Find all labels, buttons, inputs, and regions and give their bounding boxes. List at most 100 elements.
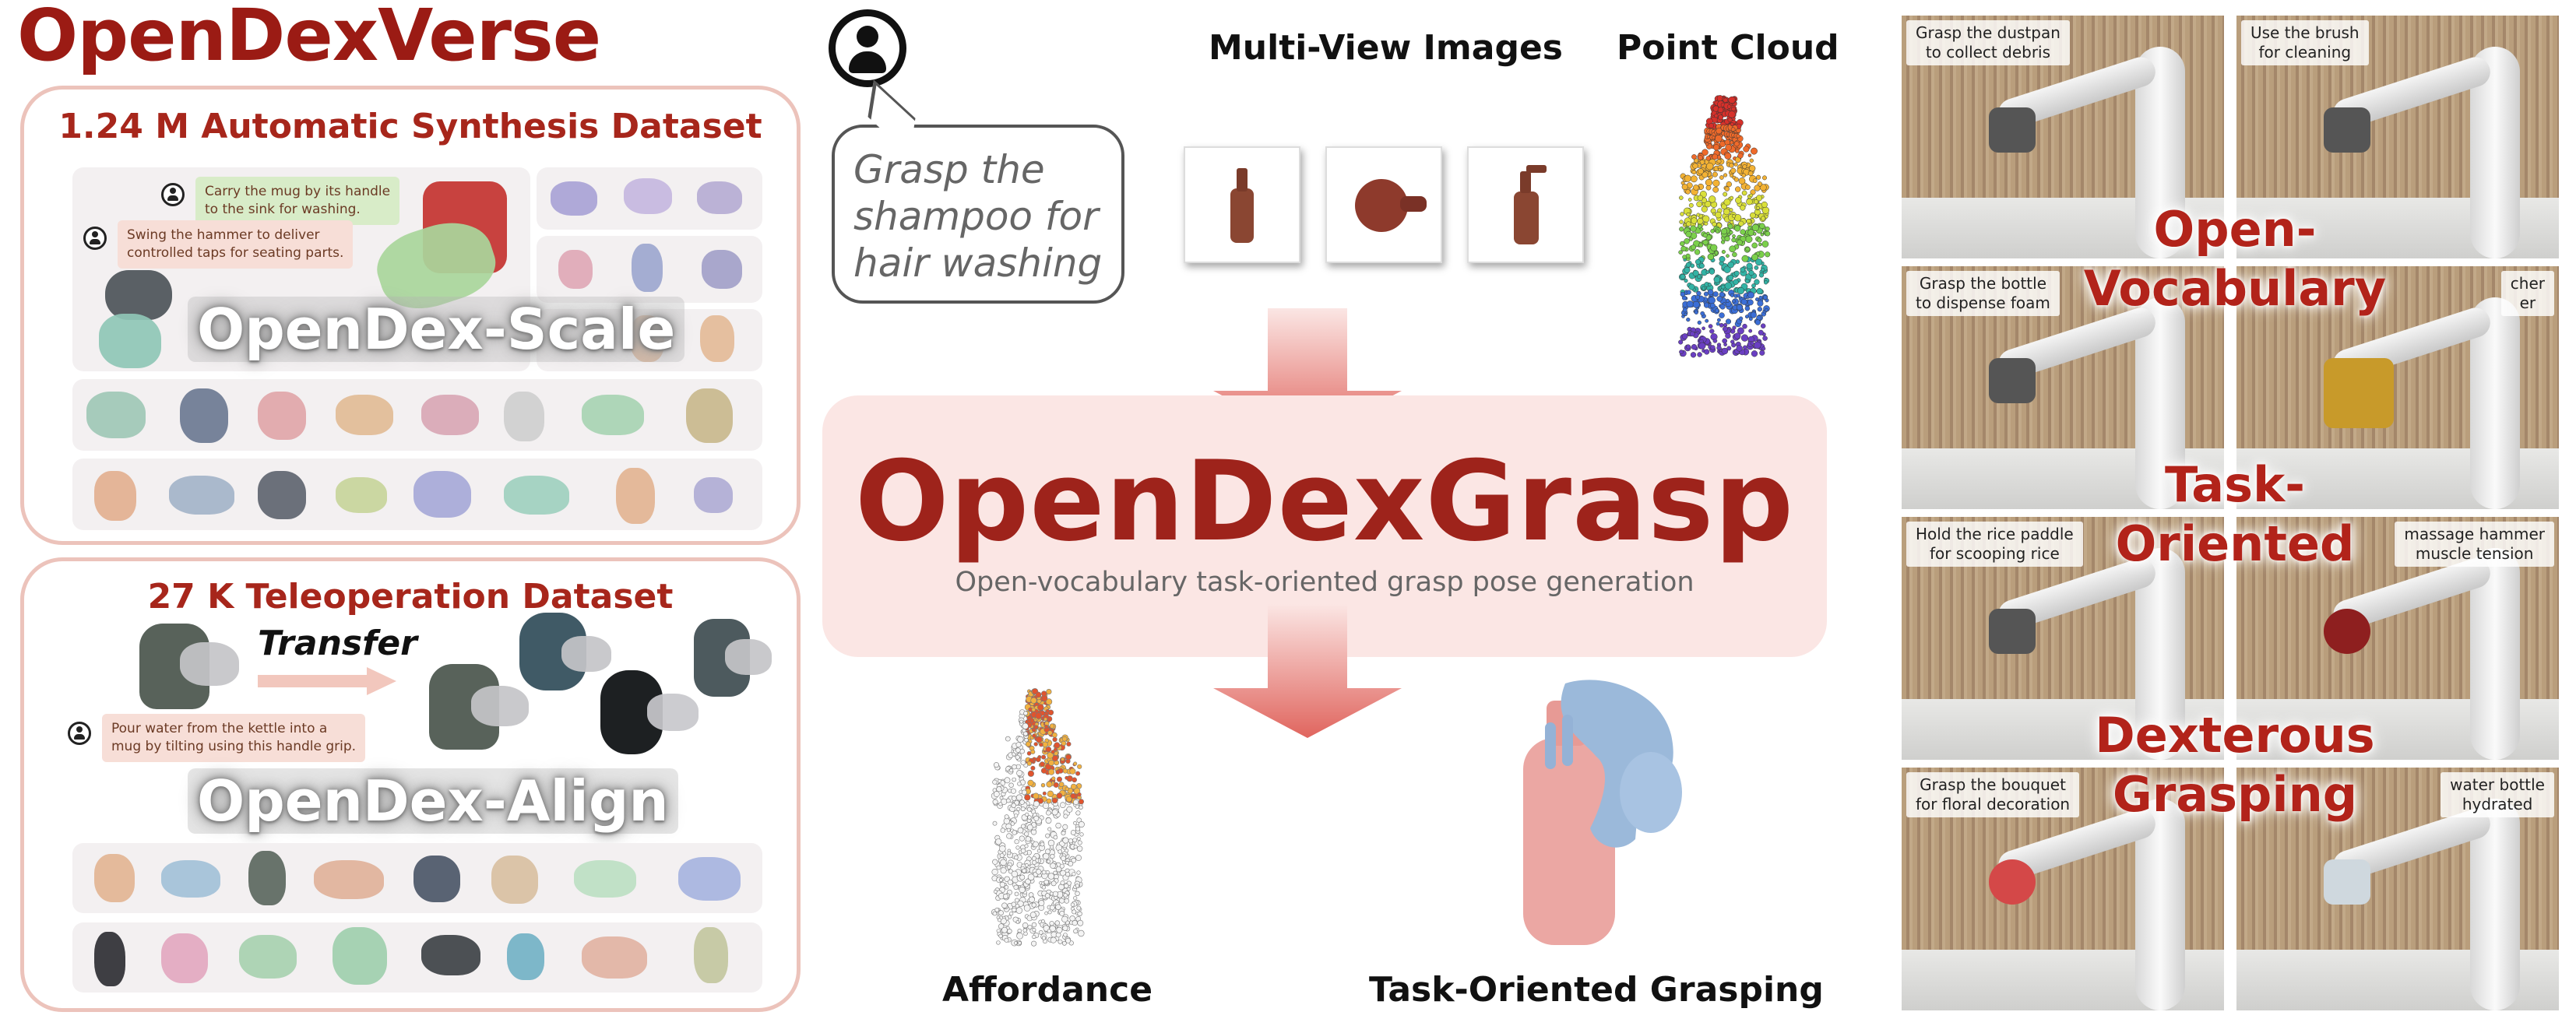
- teleoperation-dataset-panel: 27 K Teleoperation Dataset Transfer Pour…: [20, 557, 801, 1012]
- hand-shape: [694, 927, 728, 983]
- instruction-bubble: Carry the mug by its handle to the sink …: [195, 177, 400, 225]
- hand-shape: [169, 476, 234, 515]
- point-cloud-label: Point Cloud: [1617, 28, 1839, 68]
- affordance-label: Affordance: [942, 970, 1153, 1010]
- hand-shape: [624, 178, 672, 214]
- hand-shape: [86, 392, 146, 438]
- hand-shape: [161, 860, 220, 898]
- hand-shape: [336, 477, 387, 513]
- overlay-dexterous-label: Dexterous: [2095, 707, 2375, 764]
- hand-shape: [248, 851, 286, 905]
- person-icon: [83, 227, 107, 250]
- hand-shape: [694, 477, 733, 513]
- bottle-view-top-icon: [1355, 179, 1427, 232]
- hand-shape: [413, 471, 471, 518]
- transfer-arrow: [258, 667, 396, 695]
- overlay-grasping-label: Grasping: [2112, 766, 2358, 823]
- hand-shape: [616, 468, 655, 524]
- multiview-image: [1325, 146, 1442, 263]
- down-arrow: [1213, 604, 1402, 738]
- multiview-image: [1467, 146, 1584, 263]
- hand-shape: [421, 935, 480, 975]
- point-cloud-shape: [1678, 95, 1771, 358]
- hand-shape: [558, 250, 593, 289]
- hammer-shape: [105, 270, 172, 320]
- hand-shape: [630, 315, 664, 362]
- teleoperation-dataset-title: 27 K Teleoperation Dataset: [147, 577, 674, 617]
- opendex-align-label: OpenDex-Align: [188, 768, 678, 834]
- hand-shape: [700, 315, 734, 362]
- opendex-scale-label: OpenDex-Scale: [188, 297, 685, 362]
- hand-shape: [504, 392, 544, 441]
- hand-shape: [239, 935, 297, 979]
- hand-shape: [258, 471, 306, 519]
- hand-shape: [99, 314, 161, 368]
- speech-bubble: [832, 125, 1124, 304]
- task-oriented-grasping-label: Task-Oriented Grasping: [1369, 970, 1824, 1010]
- hand-shape: [582, 395, 644, 435]
- hand-shape: [180, 388, 228, 443]
- hand-shape: [94, 471, 136, 521]
- hand-shape: [94, 854, 135, 902]
- hand-shape: [725, 639, 772, 675]
- instruction-bubble: Swing the hammer to deliver controlled t…: [118, 220, 354, 269]
- hand-shape: [686, 388, 733, 443]
- instruction-bubble: Pour water from the kettle into a mug by…: [102, 714, 366, 762]
- hand-shape: [678, 857, 741, 901]
- hand-shape: [491, 856, 538, 904]
- multiview-image: [1184, 146, 1300, 263]
- hand-shape: [702, 250, 742, 289]
- bottle-view-side-icon: [1514, 165, 1547, 244]
- synthesis-grid-row: [72, 379, 762, 451]
- hand-shape: [333, 927, 387, 985]
- overlay-task-label: Task-: [2164, 456, 2305, 513]
- synthesis-dataset-title: 1.24 M Automatic Synthesis Dataset: [58, 107, 762, 146]
- hand-shape: [471, 686, 529, 726]
- overlay-vocabulary-label: Vocabulary: [2083, 260, 2387, 317]
- hand-shape: [413, 856, 460, 902]
- synthesis-dataset-panel: 1.24 M Automatic Synthesis Dataset Carry…: [20, 86, 801, 545]
- hand-shape: [574, 860, 636, 898]
- affordance-point-cloud: [991, 688, 1085, 947]
- hand-shape: [161, 933, 208, 983]
- brand-title: OpenDexVerse: [17, 0, 601, 77]
- user-icon: [829, 9, 906, 87]
- bottle-view-front-icon: [1230, 168, 1254, 243]
- hand-shape: [697, 181, 742, 214]
- hand-shape: [504, 476, 569, 515]
- hand-shape: [180, 642, 239, 686]
- hand-shape: [336, 395, 393, 435]
- hand-shape: [421, 395, 479, 435]
- hand-shape: [314, 860, 384, 899]
- hand-shape: [507, 933, 544, 980]
- hand-shape: [582, 936, 647, 979]
- hand-shape: [647, 694, 699, 731]
- grasp-result-shape: [1523, 680, 1682, 945]
- person-icon: [68, 722, 91, 745]
- transfer-label: Transfer: [258, 624, 417, 663]
- hand-shape: [551, 181, 597, 216]
- hand-shape: [561, 636, 611, 672]
- model-subtitle: Open-vocabulary task-oriented grasp pose…: [955, 567, 1694, 598]
- hand-shape: [94, 932, 125, 986]
- overlay-oriented-label: Oriented: [2115, 515, 2355, 572]
- hand-shape: [632, 244, 663, 292]
- hand-shape: [258, 392, 306, 440]
- overlay-open-label: Open-: [2153, 201, 2317, 258]
